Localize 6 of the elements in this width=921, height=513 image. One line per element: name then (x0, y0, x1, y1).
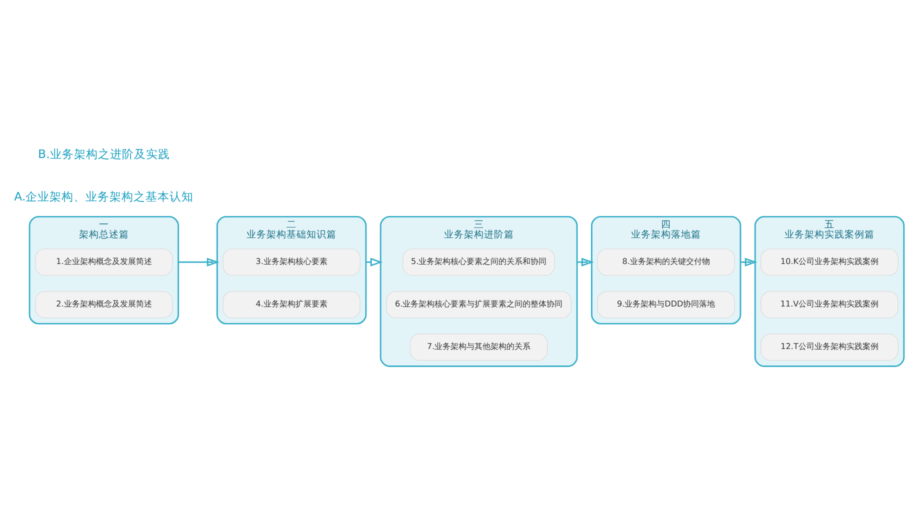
arrow (740, 257, 758, 266)
arrow (178, 257, 220, 266)
label: A.企业架构、业务架构之基本认知 (14, 188, 194, 203)
arrow (577, 257, 594, 266)
label: B.业务架构之进阶及实践 (38, 146, 170, 160)
arrow (366, 257, 383, 266)
